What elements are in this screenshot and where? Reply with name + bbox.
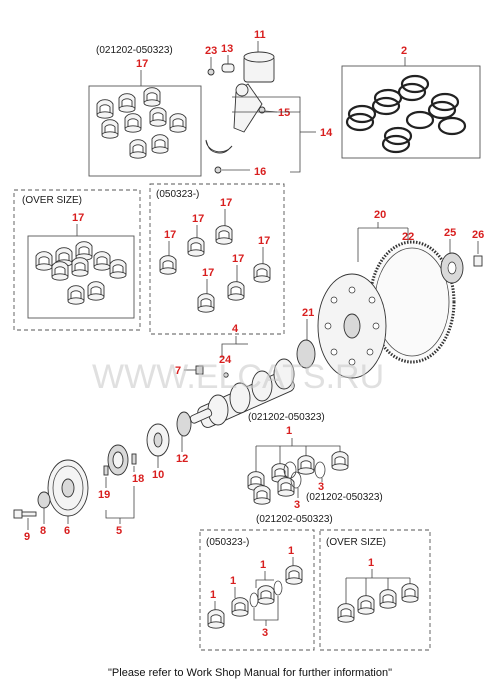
callout-26: 26 xyxy=(472,229,484,241)
washer xyxy=(37,491,51,509)
callout-17-oversize: 17 xyxy=(72,212,84,224)
flywheel-assembly: 20 22 25 26 21 xyxy=(296,209,484,379)
thrust-ring xyxy=(176,411,192,437)
watermark: WWW.ELCATS.RU xyxy=(92,358,384,396)
callout-23: 23 xyxy=(205,45,217,57)
callout-3-mid-b: 3 xyxy=(318,481,324,493)
callout-24: 24 xyxy=(219,354,232,366)
main-bearing-group-from-050323: (050323-) 1 1 1 1 3 xyxy=(199,529,315,651)
key-18 xyxy=(131,453,137,465)
from-label-bottom: (050323-) xyxy=(206,537,249,548)
callout-22: 22 xyxy=(402,231,414,243)
callout-9: 9 xyxy=(24,531,30,543)
footer-note: "Please refer to Work Shop Manual for fu… xyxy=(108,667,392,679)
callout-16: 16 xyxy=(254,166,266,178)
callout-1-b4: 1 xyxy=(210,589,216,601)
callout-21: 21 xyxy=(302,307,314,319)
callout-14: 14 xyxy=(320,127,333,139)
rod-cap xyxy=(205,139,233,154)
callout-4: 4 xyxy=(232,323,239,335)
callout-1-b2: 1 xyxy=(260,559,266,571)
callout-12: 12 xyxy=(176,453,188,465)
rod-bolt xyxy=(258,106,266,114)
callout-5: 5 xyxy=(116,525,122,537)
callout-10: 10 xyxy=(152,469,164,481)
snap-ring xyxy=(207,68,215,76)
upper-bearing-group: (021202-050323) 17 xyxy=(88,45,202,177)
crankshaft: 4 24 7 xyxy=(175,323,295,428)
flywheel-bolt xyxy=(473,255,483,267)
front-pulley-group: 12 10 18 19 5 6 8 9 xyxy=(13,411,192,543)
callout-17-e: 17 xyxy=(202,267,214,279)
callout-1-mid: 1 xyxy=(286,425,292,437)
callout-11: 11 xyxy=(254,29,266,41)
crank-key xyxy=(223,372,229,378)
callout-19: 19 xyxy=(98,489,110,501)
oversize-bearing-group-bottom: (OVER SIZE) 1 xyxy=(319,529,431,651)
range-label-mid-right: (021202-050323) xyxy=(306,492,383,503)
callout-25: 25 xyxy=(444,227,456,239)
range-label-top: (021202-050323) xyxy=(96,45,173,56)
callout-17-c: 17 xyxy=(164,229,176,241)
callout-17-f: 17 xyxy=(232,253,244,265)
pulley-bolt xyxy=(13,509,23,519)
callout-1-oversize: 1 xyxy=(368,557,374,569)
callout-1-b3: 1 xyxy=(230,575,236,587)
piston-ring-set: 2 xyxy=(341,45,481,159)
range-label-mid-bottom: (021202-050323) xyxy=(256,514,333,525)
ring-gear xyxy=(368,240,456,364)
from-label-mid: (050323-) xyxy=(156,189,199,200)
callout-2: 2 xyxy=(401,45,407,57)
callout-18: 18 xyxy=(132,473,144,485)
callout-1-b1: 1 xyxy=(288,545,294,557)
callout-3-bottom: 3 xyxy=(262,627,268,639)
callout-17-top: 17 xyxy=(136,58,148,70)
bearing-shell xyxy=(96,87,187,159)
callout-3-mid-a: 3 xyxy=(294,499,300,511)
oversize-label-bottom: (OVER SIZE) xyxy=(326,537,386,548)
callout-20: 20 xyxy=(374,209,386,221)
callout-17-b: 17 xyxy=(192,213,204,225)
key-19 xyxy=(103,465,109,476)
bearing-group-from-050323: (050323-) 17 17 17 17 17 17 xyxy=(149,183,285,335)
callout-7: 7 xyxy=(175,365,181,377)
spacer-plate xyxy=(296,339,316,369)
callout-15: 15 xyxy=(278,107,290,119)
callout-6: 6 xyxy=(64,525,70,537)
oversize-label-left: (OVER SIZE) xyxy=(22,195,82,206)
oversize-bearing-group-left: (OVER SIZE) 17 xyxy=(13,189,141,331)
callout-8: 8 xyxy=(40,525,46,537)
piston-assembly: 11 23 13 15 14 16 xyxy=(205,29,333,178)
range-label-mid: (021202-050323) xyxy=(248,412,325,423)
callout-17-d: 17 xyxy=(258,235,270,247)
rod-nut xyxy=(214,166,222,174)
callout-17-a: 17 xyxy=(220,197,232,209)
callout-13: 13 xyxy=(221,43,233,55)
main-bearing-group-mid: (021202-050323) 1 3 3 (021202-050323) (0… xyxy=(247,412,383,525)
piston-pin xyxy=(221,63,235,73)
